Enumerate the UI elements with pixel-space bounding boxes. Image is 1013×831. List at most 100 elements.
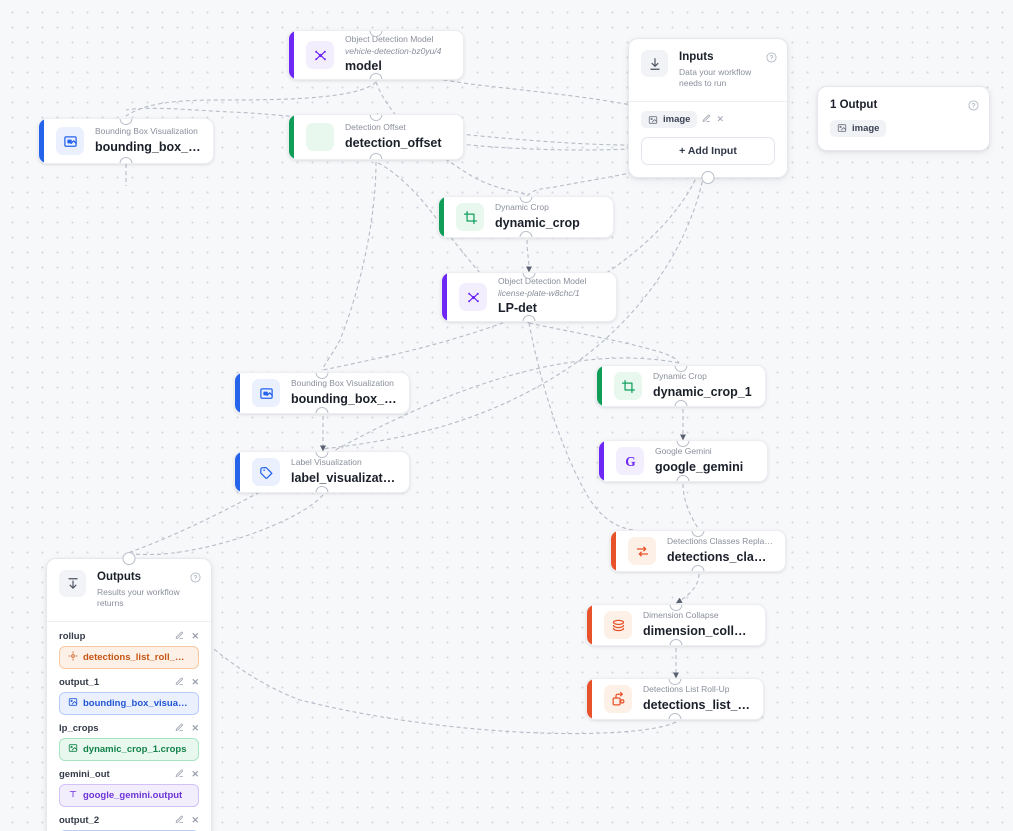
outputs-panel-header: Outputs Results your workflow returns xyxy=(47,559,211,621)
swap-arrows-icon xyxy=(628,537,656,565)
node-name-label: LP-det xyxy=(498,301,537,316)
node-output-port[interactable] xyxy=(676,475,690,481)
edge-label-to-outputs xyxy=(129,494,324,556)
node-subtitle: license-plate-w8chc/1 xyxy=(498,287,580,298)
node-output-port[interactable] xyxy=(315,407,329,413)
node-bounding_box_visualization[interactable]: Bounding Box Visualization bounding_box_v… xyxy=(38,118,214,164)
node-output-port[interactable] xyxy=(691,565,705,571)
edit-icon[interactable] xyxy=(175,769,184,780)
inputs-panel-description: Data your workflow needs to run xyxy=(679,66,752,89)
image-box-icon xyxy=(56,127,84,155)
node-output-port[interactable] xyxy=(119,157,133,163)
crop-icon xyxy=(456,203,484,231)
node-accent-bar xyxy=(235,373,240,413)
outputs-panel-title: Outputs xyxy=(97,571,142,583)
node-name-label: bounding_box_visualization xyxy=(95,139,201,154)
close-icon[interactable]: ✕ xyxy=(191,677,199,688)
help-circle-icon[interactable] xyxy=(968,98,979,111)
outputs-panel[interactable]: Outputs Results your workflow returns ro… xyxy=(46,552,212,831)
node-accent-bar xyxy=(442,273,447,321)
outputs-list: rollup✕detections_list_roll_up.rolled_up… xyxy=(47,622,211,831)
node-detections_classes_replacement[interactable]: Detections Classes Replacement detections… xyxy=(610,530,786,572)
close-icon[interactable]: ✕ xyxy=(191,769,199,780)
close-icon[interactable]: ✕ xyxy=(716,114,725,125)
node-accent-bar xyxy=(599,441,604,481)
edit-icon[interactable] xyxy=(175,723,184,734)
node-name-label: dynamic_crop xyxy=(495,215,580,230)
edge-dyncrop-to-lpdet xyxy=(525,239,533,273)
node-accent-bar xyxy=(235,452,240,492)
output-item-chip[interactable]: bounding_box_visualization_1.image xyxy=(59,692,199,716)
node-output-port[interactable] xyxy=(668,713,682,719)
node-accent-bar xyxy=(587,605,592,645)
edit-icon[interactable] xyxy=(175,631,184,642)
data-icon xyxy=(68,651,78,664)
node-accent-bar xyxy=(39,119,44,163)
output-item-chip[interactable]: detections_list_roll_up.rolled_up_de... xyxy=(59,646,199,670)
output-item-output_2: output_2✕label_visualization.image xyxy=(47,812,211,831)
output-item-chip[interactable]: dynamic_crop_1.crops xyxy=(59,738,199,762)
output-item-lp_crops: lp_crops✕dynamic_crop_1.crops xyxy=(47,720,211,766)
node-output-port[interactable] xyxy=(522,315,536,321)
outputs-input-port[interactable] xyxy=(122,552,136,565)
node-output-port[interactable] xyxy=(369,73,383,79)
edit-icon[interactable] xyxy=(175,677,184,688)
edit-icon[interactable] xyxy=(175,815,184,826)
input-chip-label: image xyxy=(663,114,691,126)
inputs-output-port[interactable] xyxy=(701,171,715,185)
output-summary-panel[interactable]: 1 Output image xyxy=(817,86,990,152)
node-type-label: Dimension Collapse xyxy=(643,610,719,621)
node-type-label: Detections Classes Replacement xyxy=(667,536,773,547)
node-name-label: model xyxy=(345,59,382,74)
output-item-key: output_2 xyxy=(59,815,100,827)
node-type-label: Bounding Box Visualization xyxy=(291,378,394,389)
node-accent-bar xyxy=(439,197,444,237)
help-circle-icon[interactable] xyxy=(190,570,201,583)
node-subtitle: vehicle-detection-bz0yu/4 xyxy=(345,45,442,56)
output-item-header: output_1 ✕ xyxy=(59,677,199,688)
node-name-label: detections_classes_repla... xyxy=(667,549,773,564)
node-type-label: Google Gemini xyxy=(655,446,712,457)
output-item-value: detections_list_roll_up.rolled_up_de... xyxy=(83,652,190,664)
node-output-port[interactable] xyxy=(369,153,383,159)
edit-icon[interactable] xyxy=(702,114,711,125)
edge-model-to-bbox xyxy=(125,81,377,117)
close-icon[interactable]: ✕ xyxy=(191,631,199,642)
close-icon[interactable]: ✕ xyxy=(191,723,199,734)
node-type-label: Object Detection Model xyxy=(345,34,434,45)
inputs-panel[interactable]: Inputs Data your workflow needs to run i… xyxy=(628,38,788,185)
svg-text:G: G xyxy=(625,453,636,468)
output-chip-image[interactable]: image xyxy=(830,119,887,137)
help-circle-icon[interactable] xyxy=(766,50,777,63)
node-output-port[interactable] xyxy=(669,639,683,645)
output-chip-label: image xyxy=(852,122,880,134)
add-input-button[interactable]: + Add Input xyxy=(641,137,775,166)
input-chip-image[interactable]: image xyxy=(641,111,698,129)
text-icon xyxy=(68,789,78,802)
node-output-port[interactable] xyxy=(674,400,688,406)
crop-icon xyxy=(614,372,642,400)
node-google_gemini[interactable]: G Google Gemini google_gemini xyxy=(598,440,768,482)
node-name-label: detection_offset xyxy=(345,135,442,150)
output-item-key: output_1 xyxy=(59,677,100,689)
output-item-key: rollup xyxy=(59,631,86,643)
node-type-label: Bounding Box Visualization xyxy=(95,126,198,137)
node-output-port[interactable] xyxy=(315,486,329,492)
output-item-header: output_2 ✕ xyxy=(59,815,199,826)
node-output-port[interactable] xyxy=(519,231,533,237)
node-name-label: google_gemini xyxy=(655,459,744,474)
close-icon[interactable]: ✕ xyxy=(191,815,199,826)
output-item-chip[interactable]: google_gemini.output xyxy=(59,784,199,808)
divider xyxy=(47,621,211,623)
output-item-gemini_out: gemini_out✕google_gemini.output xyxy=(47,766,211,812)
